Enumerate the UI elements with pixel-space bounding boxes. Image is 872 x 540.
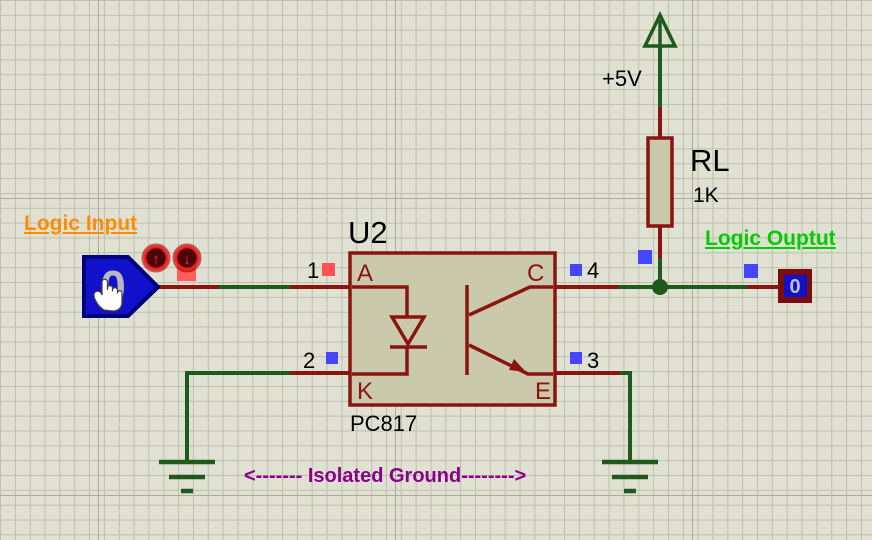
wire-pin3-to-ground — [555, 371, 632, 462]
hand-cursor-icon — [93, 278, 123, 312]
wire-pin2-to-ground — [185, 371, 350, 462]
optocoupler-u2[interactable]: U2 PC817 A C K E — [348, 215, 557, 436]
power-label: +5V — [602, 66, 642, 91]
optocoupler-body[interactable] — [348, 251, 557, 407]
pin-letter-c: C — [527, 260, 544, 287]
pin-letter-a: A — [357, 260, 373, 287]
isolated-ground-note: <------- Isolated Ground--------> — [244, 465, 527, 487]
toggle-up-button[interactable]: ↑ — [141, 243, 171, 273]
down-arrow-icon: ↓ — [183, 251, 191, 268]
pin-letter-e: E — [535, 378, 551, 405]
led-symbol — [352, 285, 428, 376]
output-state-square — [744, 264, 758, 278]
up-arrow-icon: ↑ — [152, 251, 160, 268]
power-terminal-5v[interactable]: +5V — [602, 10, 678, 91]
pin-letter-k: K — [357, 378, 373, 405]
resistor-ref: RL — [690, 143, 730, 178]
pin3-state-square — [570, 352, 582, 364]
pin2-state-square — [326, 352, 338, 364]
resistor-body[interactable] — [646, 136, 674, 228]
ground-symbol-right[interactable] — [602, 459, 658, 494]
ground-symbol-left[interactable] — [159, 459, 215, 494]
logic-output-probe[interactable]: 0 — [778, 269, 812, 303]
toggle-down-button[interactable]: ↓ — [172, 243, 202, 273]
logic-output-label: Logic Ouptut — [705, 227, 836, 250]
resistor-value: 1K — [693, 184, 719, 207]
phototransistor-symbol — [465, 285, 553, 376]
pin-number-3: 3 — [587, 348, 599, 373]
pin-number-2: 2 — [303, 348, 315, 373]
optocoupler-ref: U2 — [348, 215, 388, 250]
pin-number-1: 1 — [307, 258, 319, 283]
logic-input-toggle[interactable]: 0 — [82, 255, 161, 318]
logic-output-state: 0 — [789, 276, 800, 298]
pin1-state-square — [322, 263, 335, 276]
optocoupler-part-number: PC817 — [350, 411, 417, 436]
pin4-state-square — [570, 264, 582, 276]
logic-input-label: Logic Input — [24, 212, 138, 235]
junction-dot — [652, 279, 668, 295]
pin-number-4: 4 — [587, 258, 599, 283]
resistor-rl[interactable]: RL 1K — [646, 136, 730, 228]
junction-state-square — [638, 250, 652, 264]
